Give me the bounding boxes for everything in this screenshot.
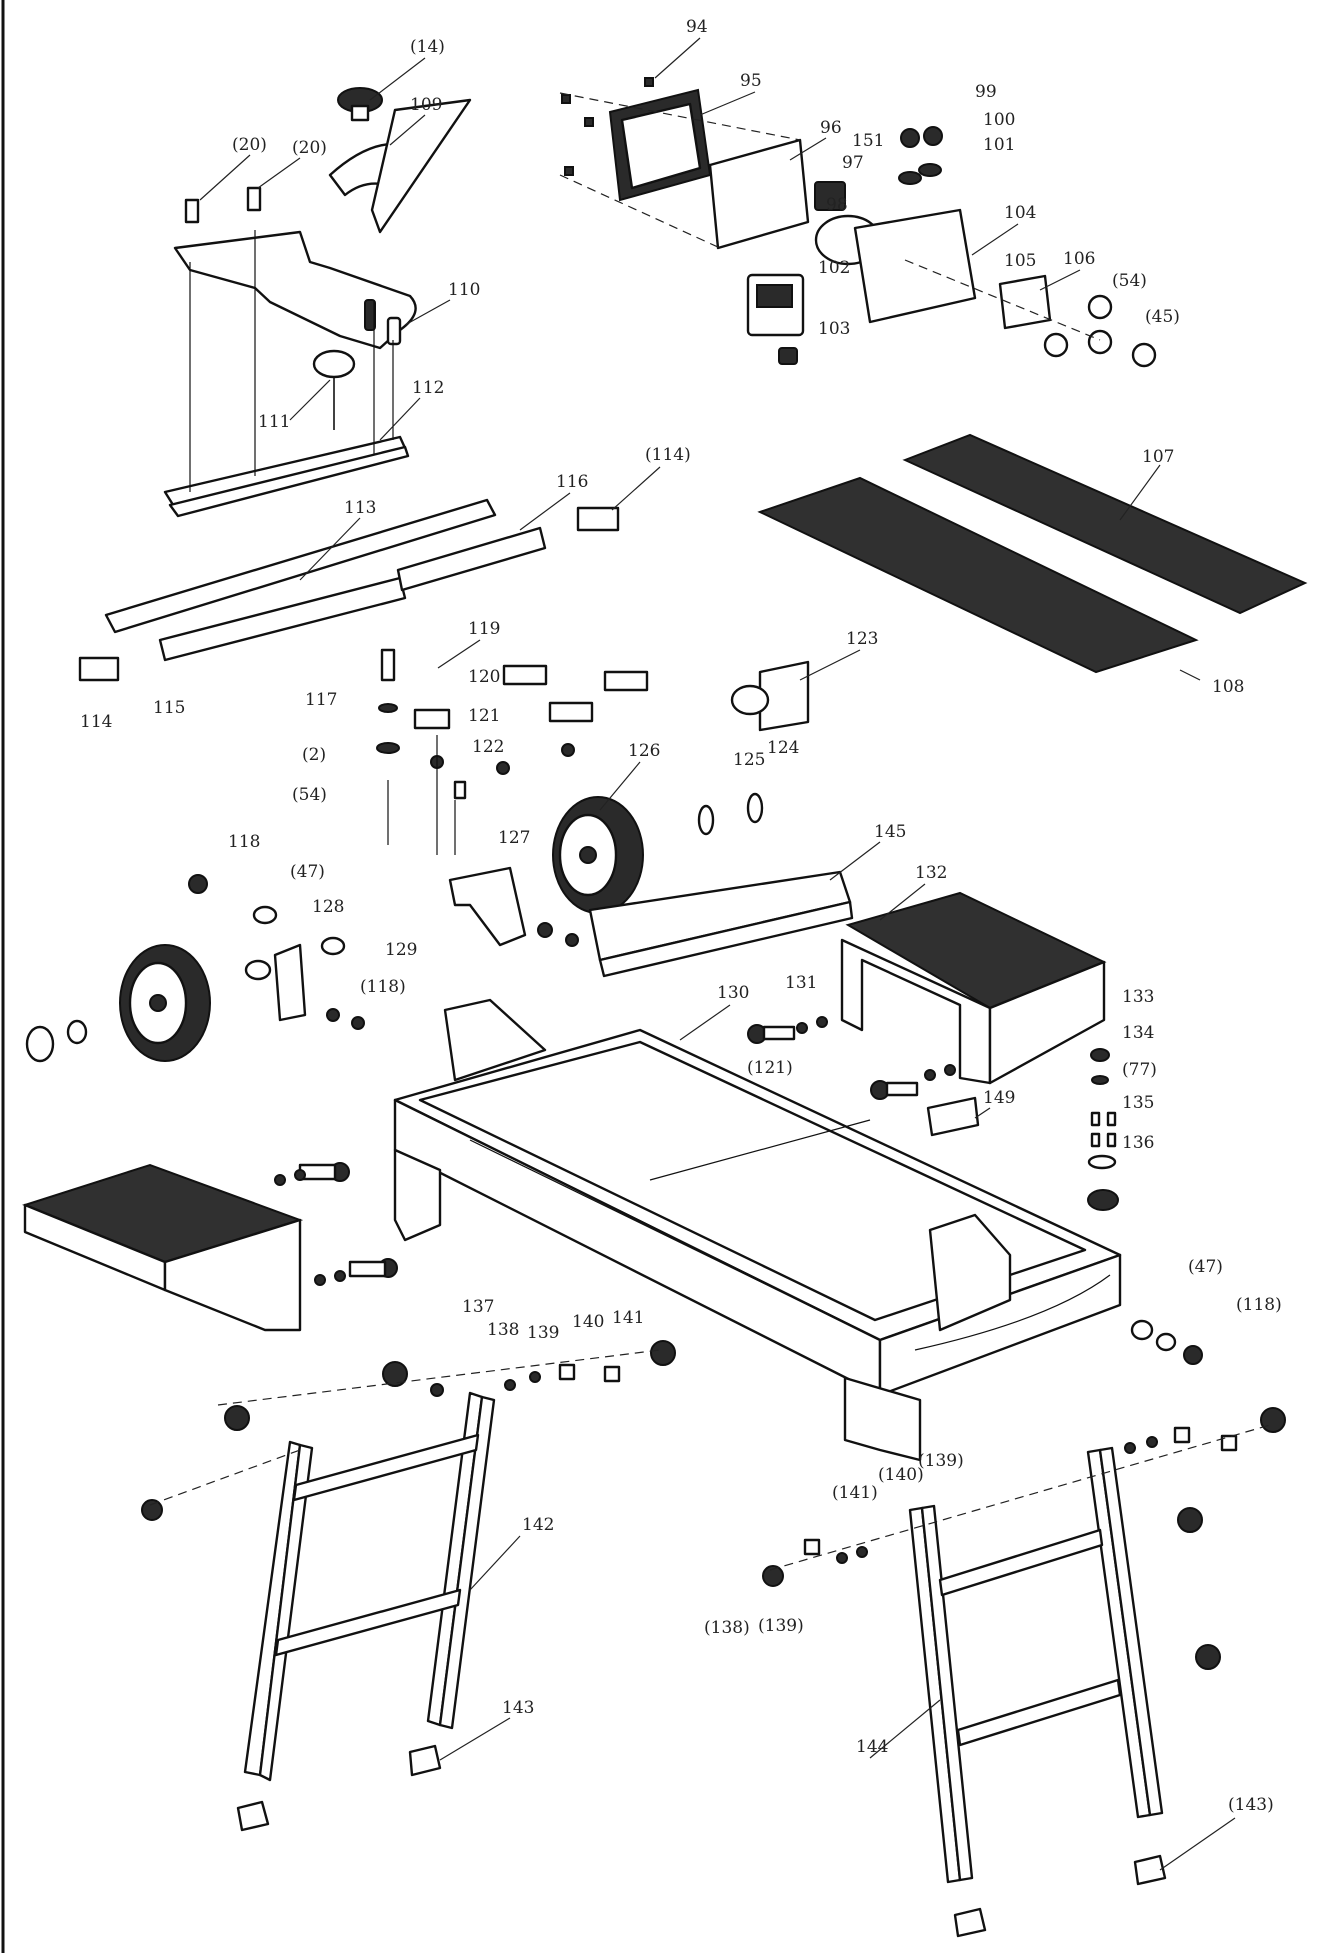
- part-label: 105: [1004, 251, 1036, 271]
- part-label: (47): [1188, 1257, 1223, 1277]
- part-label: (139): [918, 1451, 964, 1471]
- part-label: 137: [462, 1297, 494, 1317]
- part-label: (47): [290, 862, 325, 882]
- part-label: 144: [856, 1737, 888, 1757]
- part-label: 133: [1122, 987, 1154, 1007]
- part-label: 151: [852, 131, 884, 151]
- part-label: 138: [487, 1320, 519, 1340]
- part-label: 101: [983, 135, 1015, 155]
- washers-right: [1130, 1319, 1203, 1365]
- leg-144: [762, 1407, 1286, 1938]
- part-label: (121): [747, 1058, 793, 1078]
- part-label: 112: [412, 378, 444, 398]
- part-label: 140: [572, 1312, 604, 1332]
- part-label: (20): [292, 138, 327, 158]
- part-label: 125: [733, 750, 765, 770]
- part-label: (77): [1122, 1060, 1157, 1080]
- part-label: 135: [1122, 1093, 1154, 1113]
- part-label: 108: [1212, 677, 1244, 697]
- part-label: 145: [874, 822, 906, 842]
- part-label: 128: [312, 897, 344, 917]
- part-label: (2): [302, 745, 326, 765]
- part-label: (141): [832, 1483, 878, 1503]
- frame-130: [393, 998, 1122, 1462]
- grille-tables: [757, 433, 1308, 674]
- rails-assembly: [78, 498, 620, 682]
- part-label: (143): [1228, 1795, 1274, 1815]
- part-label: 121: [468, 706, 500, 726]
- part-label: 149: [983, 1088, 1015, 1108]
- part-label: 127: [498, 828, 530, 848]
- part-label: 126: [628, 741, 660, 761]
- part-label: 143: [502, 1698, 534, 1718]
- part-label: (139): [758, 1616, 804, 1636]
- part-label: 139: [527, 1323, 559, 1343]
- part-label: (118): [1236, 1295, 1282, 1315]
- part-label: 115: [153, 698, 185, 718]
- leg-142: [141, 1340, 676, 1832]
- part-label: 107: [1142, 447, 1174, 467]
- part-label: 129: [385, 940, 417, 960]
- parts-133-136: [1087, 1048, 1119, 1211]
- part-label: 109: [410, 95, 442, 115]
- part-label: 131: [785, 973, 817, 993]
- part-label: 120: [468, 667, 500, 687]
- part-label: (118): [360, 977, 406, 997]
- part-label: 104: [1004, 203, 1036, 223]
- guide-lines: [149, 92, 1271, 1571]
- part-label: 134: [1122, 1023, 1154, 1043]
- part-label: 123: [846, 629, 878, 649]
- part-label: (54): [1112, 271, 1147, 291]
- part-label: 94: [686, 17, 708, 37]
- part-label: 96: [820, 118, 842, 138]
- part-label: 117: [305, 690, 337, 710]
- part-label: 124: [767, 738, 799, 758]
- wheel-128: [25, 874, 365, 1063]
- part-label: (114): [645, 445, 691, 465]
- housing-132: [747, 891, 1107, 1137]
- part-label: 98: [826, 195, 848, 215]
- part-label: 132: [915, 863, 947, 883]
- part-label: 103: [818, 319, 850, 339]
- part-label: 141: [612, 1308, 644, 1328]
- part-label: 119: [468, 619, 500, 639]
- part-label: 114: [80, 712, 112, 732]
- part-label: 113: [344, 498, 376, 518]
- part-label: (20): [232, 135, 267, 155]
- part-label: 99: [975, 82, 997, 102]
- center-hardware: [376, 648, 649, 800]
- part-label: (140): [878, 1465, 924, 1485]
- part-label: 102: [818, 258, 850, 278]
- part-label: 97: [842, 153, 864, 173]
- part-label: 136: [1122, 1133, 1154, 1153]
- part-label: 122: [472, 737, 504, 757]
- part-label: (14): [410, 37, 445, 57]
- part-label: 142: [522, 1515, 554, 1535]
- part-label: 95: [740, 71, 762, 91]
- miter-gauge-assembly: [163, 87, 472, 518]
- part-label: 110: [448, 280, 480, 300]
- part-label: (138): [704, 1618, 750, 1638]
- left-housing: [22, 1162, 398, 1332]
- part-label: 106: [1063, 249, 1095, 269]
- part-label: 100: [983, 110, 1015, 130]
- part-label: (45): [1145, 307, 1180, 327]
- part-label: 130: [717, 983, 749, 1003]
- switch-box-assembly: [561, 77, 1157, 368]
- wheel-126: [552, 792, 764, 914]
- part-label: 111: [258, 412, 290, 432]
- part-label: 116: [556, 472, 588, 492]
- part-label: 118: [228, 832, 260, 852]
- part-label: (54): [292, 785, 327, 805]
- part-labels: (14) 109 (20) (20) 110 111 112 94 95 96 …: [80, 17, 1282, 1815]
- bracket-127: [448, 866, 579, 947]
- plate-145: [588, 870, 854, 978]
- leader-lines: [199, 37, 1236, 1871]
- bracket-123: [730, 660, 810, 732]
